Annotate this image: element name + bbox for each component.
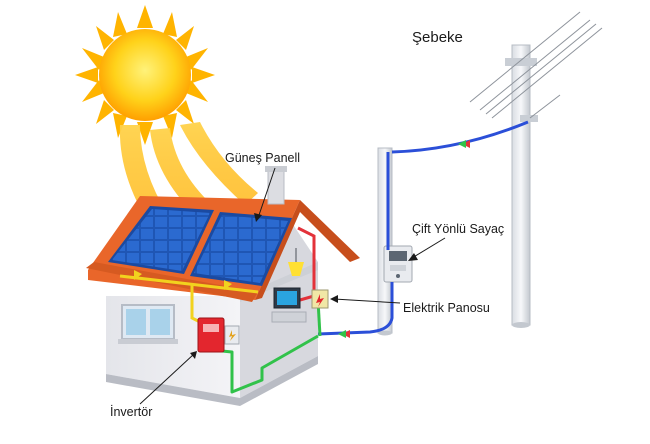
label-meter-text: Çift Yönlü Sayaç bbox=[412, 222, 504, 236]
solar-panel-right bbox=[190, 212, 292, 286]
arrow-icon bbox=[134, 270, 232, 290]
electric-panel-box bbox=[311, 289, 329, 309]
label-grid-text: Şebeke bbox=[412, 29, 463, 46]
label-solar-panel: Güneş Panell bbox=[225, 151, 300, 222]
lamp-icon bbox=[288, 248, 304, 276]
solar-panel-left bbox=[108, 206, 214, 274]
dc-wiring bbox=[119, 274, 259, 324]
meter-pole bbox=[377, 147, 393, 336]
sun-icon bbox=[75, 5, 215, 145]
house bbox=[86, 166, 360, 406]
window bbox=[118, 304, 178, 344]
monitor-icon bbox=[271, 287, 307, 323]
label-inverter-text: İnvertör bbox=[110, 405, 152, 419]
utility-pole bbox=[469, 11, 603, 328]
connector-icon bbox=[338, 140, 470, 338]
inverter-box bbox=[197, 317, 225, 353]
label-inverter: İnvertör bbox=[110, 351, 197, 419]
junction-box bbox=[224, 325, 240, 345]
label-electric-panel-text: Elektrik Panosu bbox=[403, 301, 490, 315]
label-solar-panel-text: Güneş Panell bbox=[225, 151, 300, 165]
label-grid: Şebeke bbox=[412, 29, 463, 46]
label-bidirectional-meter: Çift Yönlü Sayaç bbox=[408, 222, 504, 261]
red-wiring bbox=[297, 226, 316, 302]
bidirectional-meter bbox=[383, 245, 413, 283]
label-electric-panel: Elektrik Panosu bbox=[330, 295, 490, 315]
